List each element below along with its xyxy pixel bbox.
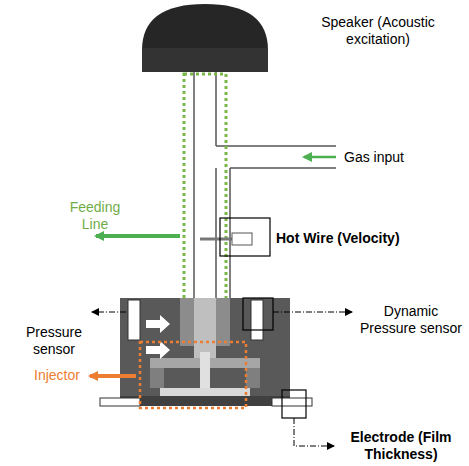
injector-outline: [140, 342, 246, 408]
pressure-sensor-label: Pressure sensor: [14, 324, 94, 358]
electrode-label: Electrode (Film Thickness): [338, 429, 464, 463]
injector-label: Injector: [22, 367, 92, 384]
dynamic-pressure-sensor-label: Dynamic Pressure sensor: [356, 303, 466, 337]
speaker-dome: [142, 4, 268, 72]
hot-wire-box: [220, 218, 270, 256]
feeding-line-outline: [184, 74, 226, 336]
injector-housing: [120, 298, 290, 406]
hot-wire-label: Hot Wire (Velocity): [276, 230, 426, 247]
feeding-line-label: Feeding Line: [60, 199, 130, 233]
gas-input-label: Gas input: [344, 149, 434, 166]
speaker-base: [142, 48, 268, 72]
speaker-label: Speaker (Acoustic excitation): [298, 14, 458, 48]
